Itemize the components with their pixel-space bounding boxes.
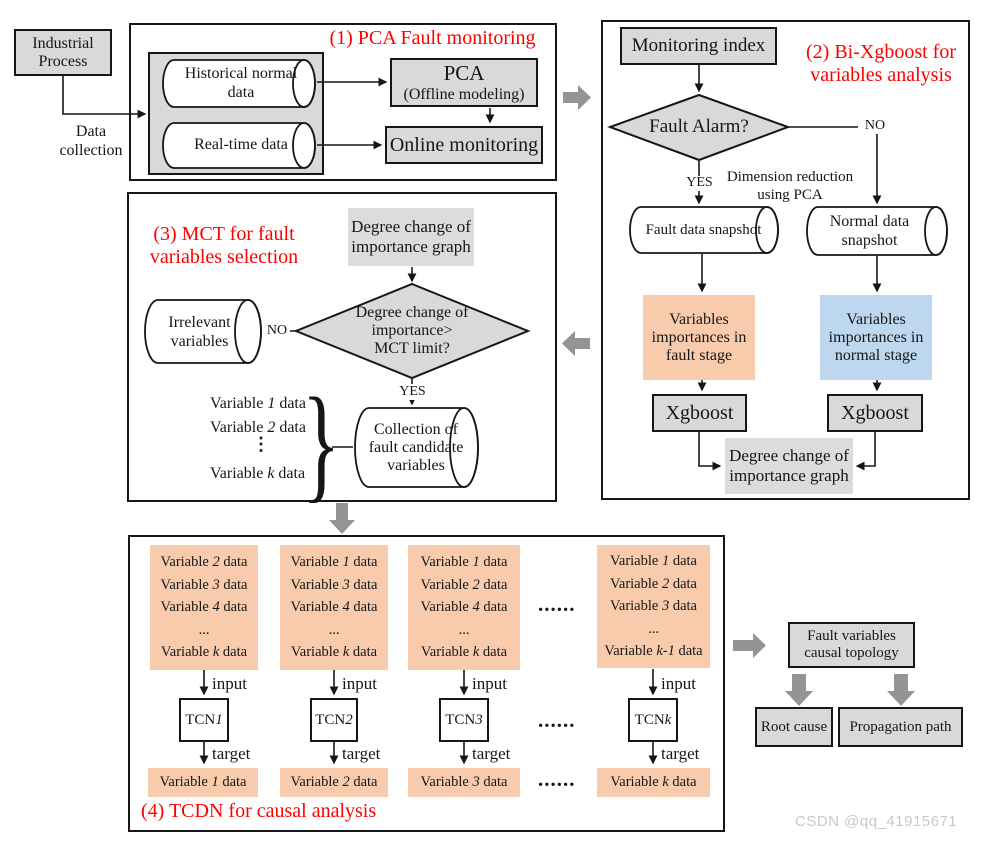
yes-label-s3: YES <box>396 384 429 400</box>
dimension-reduction-note: Dimension reduction using PCA <box>726 169 854 203</box>
section-2-frame <box>601 20 970 500</box>
section-3-title: (3) MCT for fault variables selection <box>149 223 299 268</box>
fault-alarm-label: Fault Alarm? <box>649 115 749 137</box>
degree-change-box-s3: Degree change of importance graph <box>348 208 474 266</box>
variable-list-item: Variable 1 data <box>210 395 306 412</box>
section-3-frame <box>127 192 557 502</box>
flow-arrow-topology-to-propagation <box>887 674 915 706</box>
monitoring-index-box: Monitoring index <box>620 27 777 65</box>
ellipsis-row-inputs: ...... <box>538 592 576 616</box>
target-box-k: Variable k data <box>597 768 710 797</box>
data-collection-label: Data collection <box>59 122 123 159</box>
pca-subtitle: (Offline modeling) <box>403 86 525 103</box>
industrial-process-line2: Process <box>38 52 88 70</box>
xgboost-right-box: Xgboost <box>827 394 923 432</box>
input-list-3: Variable 1 data Variable 2 data Variable… <box>420 554 508 661</box>
no-label-s3: NO <box>264 323 290 339</box>
target-label: target <box>212 744 251 763</box>
input-list-2: Variable 1 data Variable 3 data Variable… <box>290 554 378 661</box>
variable-list-item: Variable k data <box>210 465 306 482</box>
input-list-box-4 <box>597 545 710 668</box>
historical-data-cylinder-label: Historical normal data <box>184 64 298 101</box>
target-label: target <box>342 744 381 763</box>
ellipsis-row-targets: ...... <box>538 767 576 791</box>
flow-arrow-topology-to-rootcause <box>785 674 813 706</box>
causal-topology-box: Fault variables causal topology <box>788 622 915 668</box>
tcn-box-k: TCNk <box>628 698 678 742</box>
input-list-4: Variable 1 data Variable 2 data Variable… <box>604 553 703 660</box>
target-label: target <box>661 744 700 763</box>
importance-normal-box: Variables importances in normal stage <box>820 295 932 380</box>
online-monitoring-box: Online monitoring <box>385 126 543 164</box>
importance-fault-box: Variables importances in fault stage <box>643 295 755 380</box>
degree-change-box-s2: Degree change of importance graph <box>725 438 853 494</box>
ellipsis-row-tcn: ...... <box>538 708 576 732</box>
tcn-box-3: TCN3 <box>439 698 489 742</box>
mct-decision-label: Degree change of importance> MCT limit? <box>355 304 469 357</box>
input-label: input <box>472 674 507 693</box>
input-label: input <box>212 674 247 693</box>
tcn-box-1: TCN1 <box>179 698 229 742</box>
target-box-1: Variable 1 data <box>148 768 258 797</box>
section-2-title: (2) Bi-Xgboost for variables analysis <box>806 41 956 86</box>
flow-arrow-s4-to-topology <box>733 633 766 658</box>
target-box-2: Variable 2 data <box>280 768 388 797</box>
section-1-title: (1) PCA Fault monitoring <box>329 27 536 49</box>
propagation-path-box: Propagation path <box>838 707 963 747</box>
no-label-s2: NO <box>864 118 886 134</box>
input-label: input <box>342 674 377 693</box>
flow-arrow-s1-to-s2 <box>563 85 591 110</box>
section-4-title: (4) TCDN for causal analysis <box>141 800 377 822</box>
variable-list-item: Variable 2 data <box>210 419 306 436</box>
fault-snapshot-cylinder-label: Fault data snapshot <box>645 222 762 238</box>
yes-label-s2: YES <box>683 175 716 191</box>
section-4-frame <box>128 535 725 832</box>
input-list-1: Variable 2 data Variable 3 data Variable… <box>160 554 248 661</box>
industrial-process-box: Industrial Process <box>14 29 112 76</box>
vertical-ellipsis: ⋮ <box>252 434 270 454</box>
target-label: target <box>472 744 511 763</box>
collection-cylinder-label: Collection of fault candidate variables <box>368 421 464 474</box>
normal-snapshot-cylinder-label: Normal data snapshot <box>829 212 910 249</box>
irrelevant-cylinder-label: Irrelevant variables <box>168 313 231 350</box>
realtime-data-cylinder-label: Real-time data <box>194 136 288 154</box>
target-box-3: Variable 3 data <box>408 768 520 797</box>
input-list-box-1 <box>150 545 258 670</box>
input-label: input <box>661 674 696 693</box>
pca-box: PCA (Offline modeling) <box>390 58 538 107</box>
watermark: CSDN @qq_41915671 <box>795 813 958 830</box>
root-cause-box: Root cause <box>755 707 833 747</box>
input-list-box-2 <box>280 545 388 670</box>
curly-brace: } <box>302 372 341 514</box>
xgboost-left-box: Xgboost <box>652 394 747 432</box>
industrial-process-line1: Industrial <box>32 34 94 52</box>
tcn-box-2: TCN2 <box>310 698 358 742</box>
pca-title: PCA <box>443 61 485 85</box>
flow-arrow-s2-to-s3 <box>562 331 590 356</box>
input-list-box-3 <box>408 545 520 670</box>
